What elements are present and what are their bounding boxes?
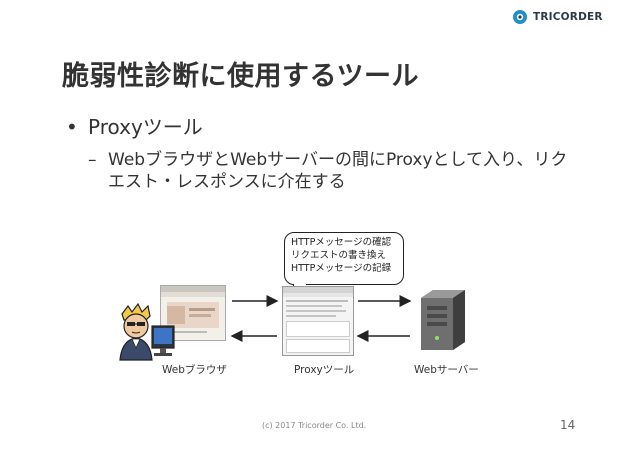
- callout-line: HTTPメッセージの記録: [291, 263, 392, 274]
- callout-line: HTTPメッセージの確認: [291, 237, 392, 248]
- label-web-browser: Webブラウザ: [162, 364, 227, 376]
- label-web-server: Webサーバー: [414, 364, 479, 376]
- callout-line: リクエストの書き換え: [291, 250, 387, 261]
- label-proxy-tool: Proxyツール: [294, 364, 355, 376]
- logo-text: TRICORDER: [533, 11, 603, 23]
- sub-bullet-marker: –: [88, 150, 97, 170]
- callout-bubble: HTTPメッセージの確認 リクエストの書き換え HTTPメッセージの記録: [284, 232, 404, 285]
- bullet-text: Proxyツール: [88, 115, 203, 139]
- tricorder-logo-icon: [513, 10, 527, 24]
- copyright-text: (c) 2017 Tricorder Co. Ltd.: [262, 421, 367, 430]
- sub-bullet-text: WebブラウザとWebサーバーの間にProxyとして入り、リクエスト・レスポンス…: [108, 150, 568, 192]
- slide-title: 脆弱性診断に使用するツール: [62, 61, 419, 92]
- proxy-tool-screenshot: [282, 286, 354, 356]
- bullet-item: • Proxyツール: [66, 111, 203, 140]
- web-server-icon: [421, 290, 465, 350]
- bullet-marker: •: [66, 115, 78, 139]
- company-logo: TRICORDER: [512, 9, 603, 25]
- user-with-computer-icon: [119, 302, 175, 361]
- page-number: 14: [560, 418, 576, 432]
